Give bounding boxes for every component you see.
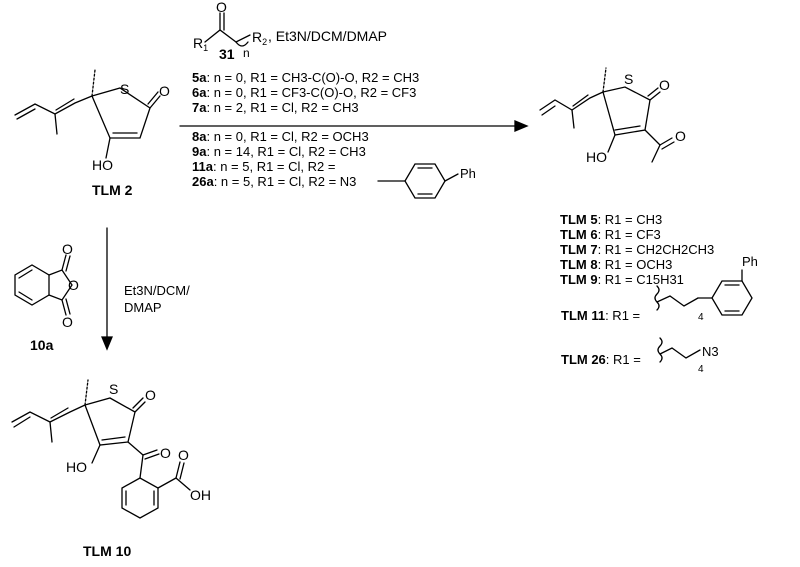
atom-ho: HO — [66, 459, 87, 475]
atom-o: O — [68, 277, 79, 293]
tlm11-chain-count: 4 — [698, 312, 704, 323]
atom-o: O — [62, 241, 73, 257]
atom-o: O — [145, 387, 156, 403]
structure-tlm26-chain — [657, 337, 701, 363]
compound-tlm2: TLM 2 — [92, 182, 133, 198]
atom-o: O — [160, 445, 171, 461]
atom-ho: HO — [586, 149, 607, 165]
reaction-line-26a: 26a: n = 5, R1 = Cl, R2 = N3 — [192, 174, 357, 189]
compound-10a: 10a — [30, 337, 54, 353]
product-list: TLM 5: R1 = CH3 TLM 6: R1 = CF3 TLM 7: R… — [560, 212, 714, 287]
atom-s: S — [120, 81, 129, 97]
atom-s: S — [109, 381, 118, 397]
product-tlm5: TLM 5: R1 = CH3 — [560, 212, 663, 227]
atom-o: O — [216, 0, 227, 15]
left-conditions-1: Et3N/DCM/ — [124, 283, 190, 298]
reaction-line-6a: 6a: n = 0, R1 = CF3-C(O)-O, R2 = CF3 — [192, 85, 417, 100]
reaction-line-9a: 9a: n = 14, R1 = Cl, R2 = CH3 — [192, 144, 366, 159]
product-tlm26: TLM 26: R1 = — [561, 352, 641, 367]
atom-o: O — [159, 83, 170, 99]
phenyl-label: Ph — [460, 166, 476, 181]
reaction-list-lower: 8a: n = 0, R1 = Cl, R2 = OCH3 9a: n = 14… — [192, 129, 369, 189]
reagent-r2: R2 — [252, 29, 268, 47]
left-conditions-2: DMAP — [124, 300, 162, 315]
reagent-conditions: , Et3N/DCM/DMAP — [268, 28, 388, 44]
reaction-list: 5a: n = 0, R1 = CH3-C(O)-O, R2 = CH3 6a:… — [192, 70, 419, 115]
structure-tlm2: S O HO — [14, 69, 170, 173]
atom-o: O — [659, 77, 670, 93]
product-tlm6: TLM 6: R1 = CF3 — [560, 227, 661, 242]
reagent-n: n — [243, 46, 250, 60]
structure-biphenyl-11a — [377, 163, 459, 199]
compound-tlm10: TLM 10 — [83, 543, 132, 559]
atom-ho: HO — [92, 157, 113, 173]
reaction-line-7a: 7a: n = 2, R1 = Cl, R2 = CH3 — [192, 100, 359, 115]
reaction-line-8a: 8a: n = 0, R1 = Cl, R2 = OCH3 — [192, 129, 369, 144]
structure-tlm10: S O HO O O OH — [11, 379, 211, 519]
atom-s: S — [624, 71, 633, 87]
structure-product: S O HO O — [539, 67, 686, 165]
reagent-r1: R1 — [193, 35, 209, 53]
atom-o: O — [178, 447, 189, 463]
reagent-31-label: 31 — [219, 46, 235, 62]
product-tlm8: TLM 8: R1 = OCH3 — [560, 257, 673, 272]
product-tlm7: TLM 7: R1 = CH2CH2CH3 — [560, 242, 715, 257]
tlm11-phenyl-label: Ph — [742, 254, 758, 269]
tlm26-chain-count: 4 — [698, 364, 704, 375]
structure-reagent-31: O — [204, 0, 251, 47]
reaction-line-11a: 11a: n = 5, R1 = Cl, R2 = — [192, 159, 336, 174]
product-tlm9: TLM 9: R1 = C15H31 — [560, 272, 684, 287]
reaction-line-5a: 5a: n = 0, R1 = CH3-C(O)-O, R2 = CH3 — [192, 70, 420, 85]
product-tlm11: TLM 11: R1 = — [561, 308, 641, 323]
structure-tlm11-chain — [654, 269, 753, 316]
atom-oh: OH — [190, 487, 211, 503]
atom-o: O — [675, 128, 686, 144]
tlm26-azide-label: N3 — [702, 344, 719, 359]
atom-o: O — [62, 314, 73, 330]
structure-10a: O O O — [14, 241, 79, 330]
